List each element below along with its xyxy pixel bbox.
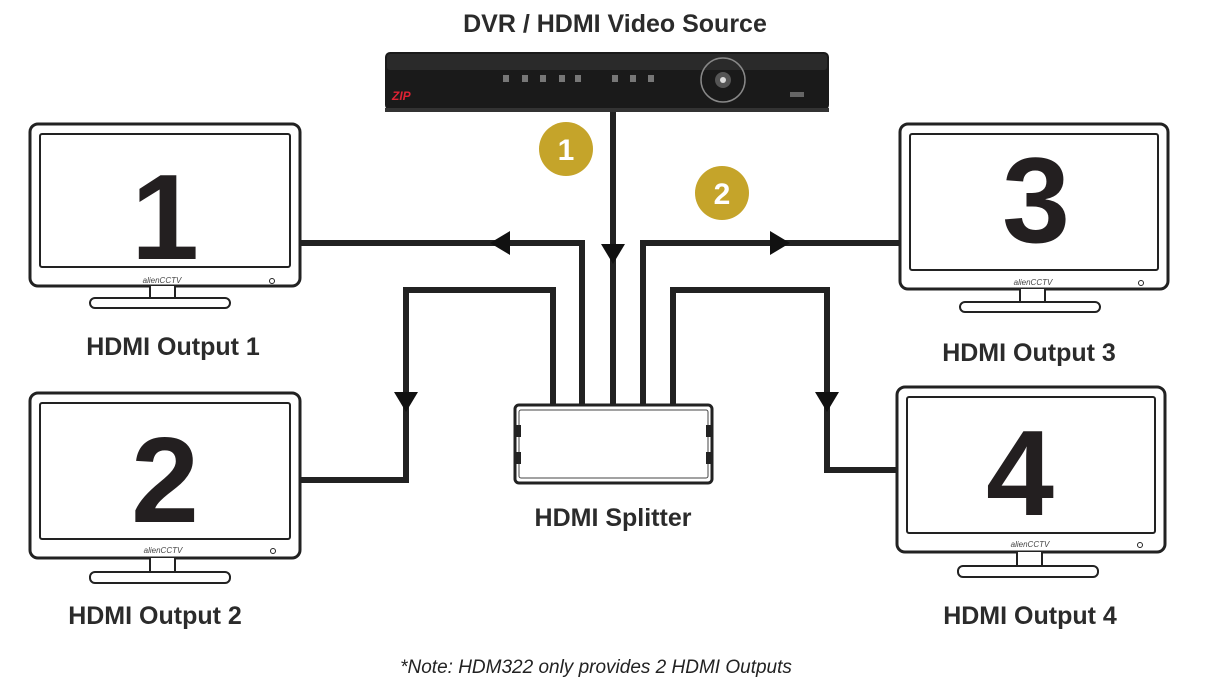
monitor-3-brand: alienCCTV	[1014, 278, 1053, 287]
monitor-4-number: 4	[986, 405, 1054, 541]
svg-text:2: 2	[714, 178, 731, 211]
arrow-output-4	[815, 392, 839, 412]
monitor-2: 2 alienCCTV	[28, 391, 302, 584]
arrow-output-1	[490, 231, 510, 255]
monitor-1: 1 alienCCTV	[28, 122, 302, 309]
cable-output-4	[670, 287, 897, 473]
cable-output-3	[640, 240, 905, 405]
arrow-output-2	[394, 392, 418, 412]
svg-text:1: 1	[558, 134, 575, 167]
cable-output-2	[300, 287, 556, 483]
splitter-label: HDMI Splitter	[535, 504, 692, 532]
monitor-4: 4 alienCCTV	[895, 385, 1167, 578]
monitor-1-brand: alienCCTV	[143, 276, 182, 285]
monitor-1-number: 1	[131, 149, 199, 285]
monitor-4-label: HDMI Output 4	[943, 602, 1117, 630]
source-label: DVR / HDMI Video Source	[463, 10, 767, 38]
arrow-input	[601, 244, 625, 264]
splitter-box	[513, 403, 714, 485]
arrow-output-3	[770, 231, 790, 255]
monitor-2-label: HDMI Output 2	[68, 602, 242, 630]
monitor-3-number: 3	[1002, 132, 1070, 268]
monitor-1-label: HDMI Output 1	[86, 333, 260, 361]
dvr-device: ZIP	[385, 52, 829, 112]
dvr-logo: ZIP	[391, 89, 412, 103]
step-badge-2: 2	[695, 166, 749, 220]
monitor-3-label: HDMI Output 3	[942, 339, 1116, 367]
monitor-2-brand: alienCCTV	[144, 546, 183, 555]
monitor-3: 3 alienCCTV	[898, 122, 1170, 313]
footnote: *Note: HDM322 only provides 2 HDMI Outpu…	[400, 657, 792, 678]
cable-output-1	[300, 240, 585, 405]
monitor-2-number: 2	[131, 412, 199, 548]
step-badge-1: 1	[539, 122, 593, 176]
monitor-4-brand: alienCCTV	[1011, 540, 1050, 549]
